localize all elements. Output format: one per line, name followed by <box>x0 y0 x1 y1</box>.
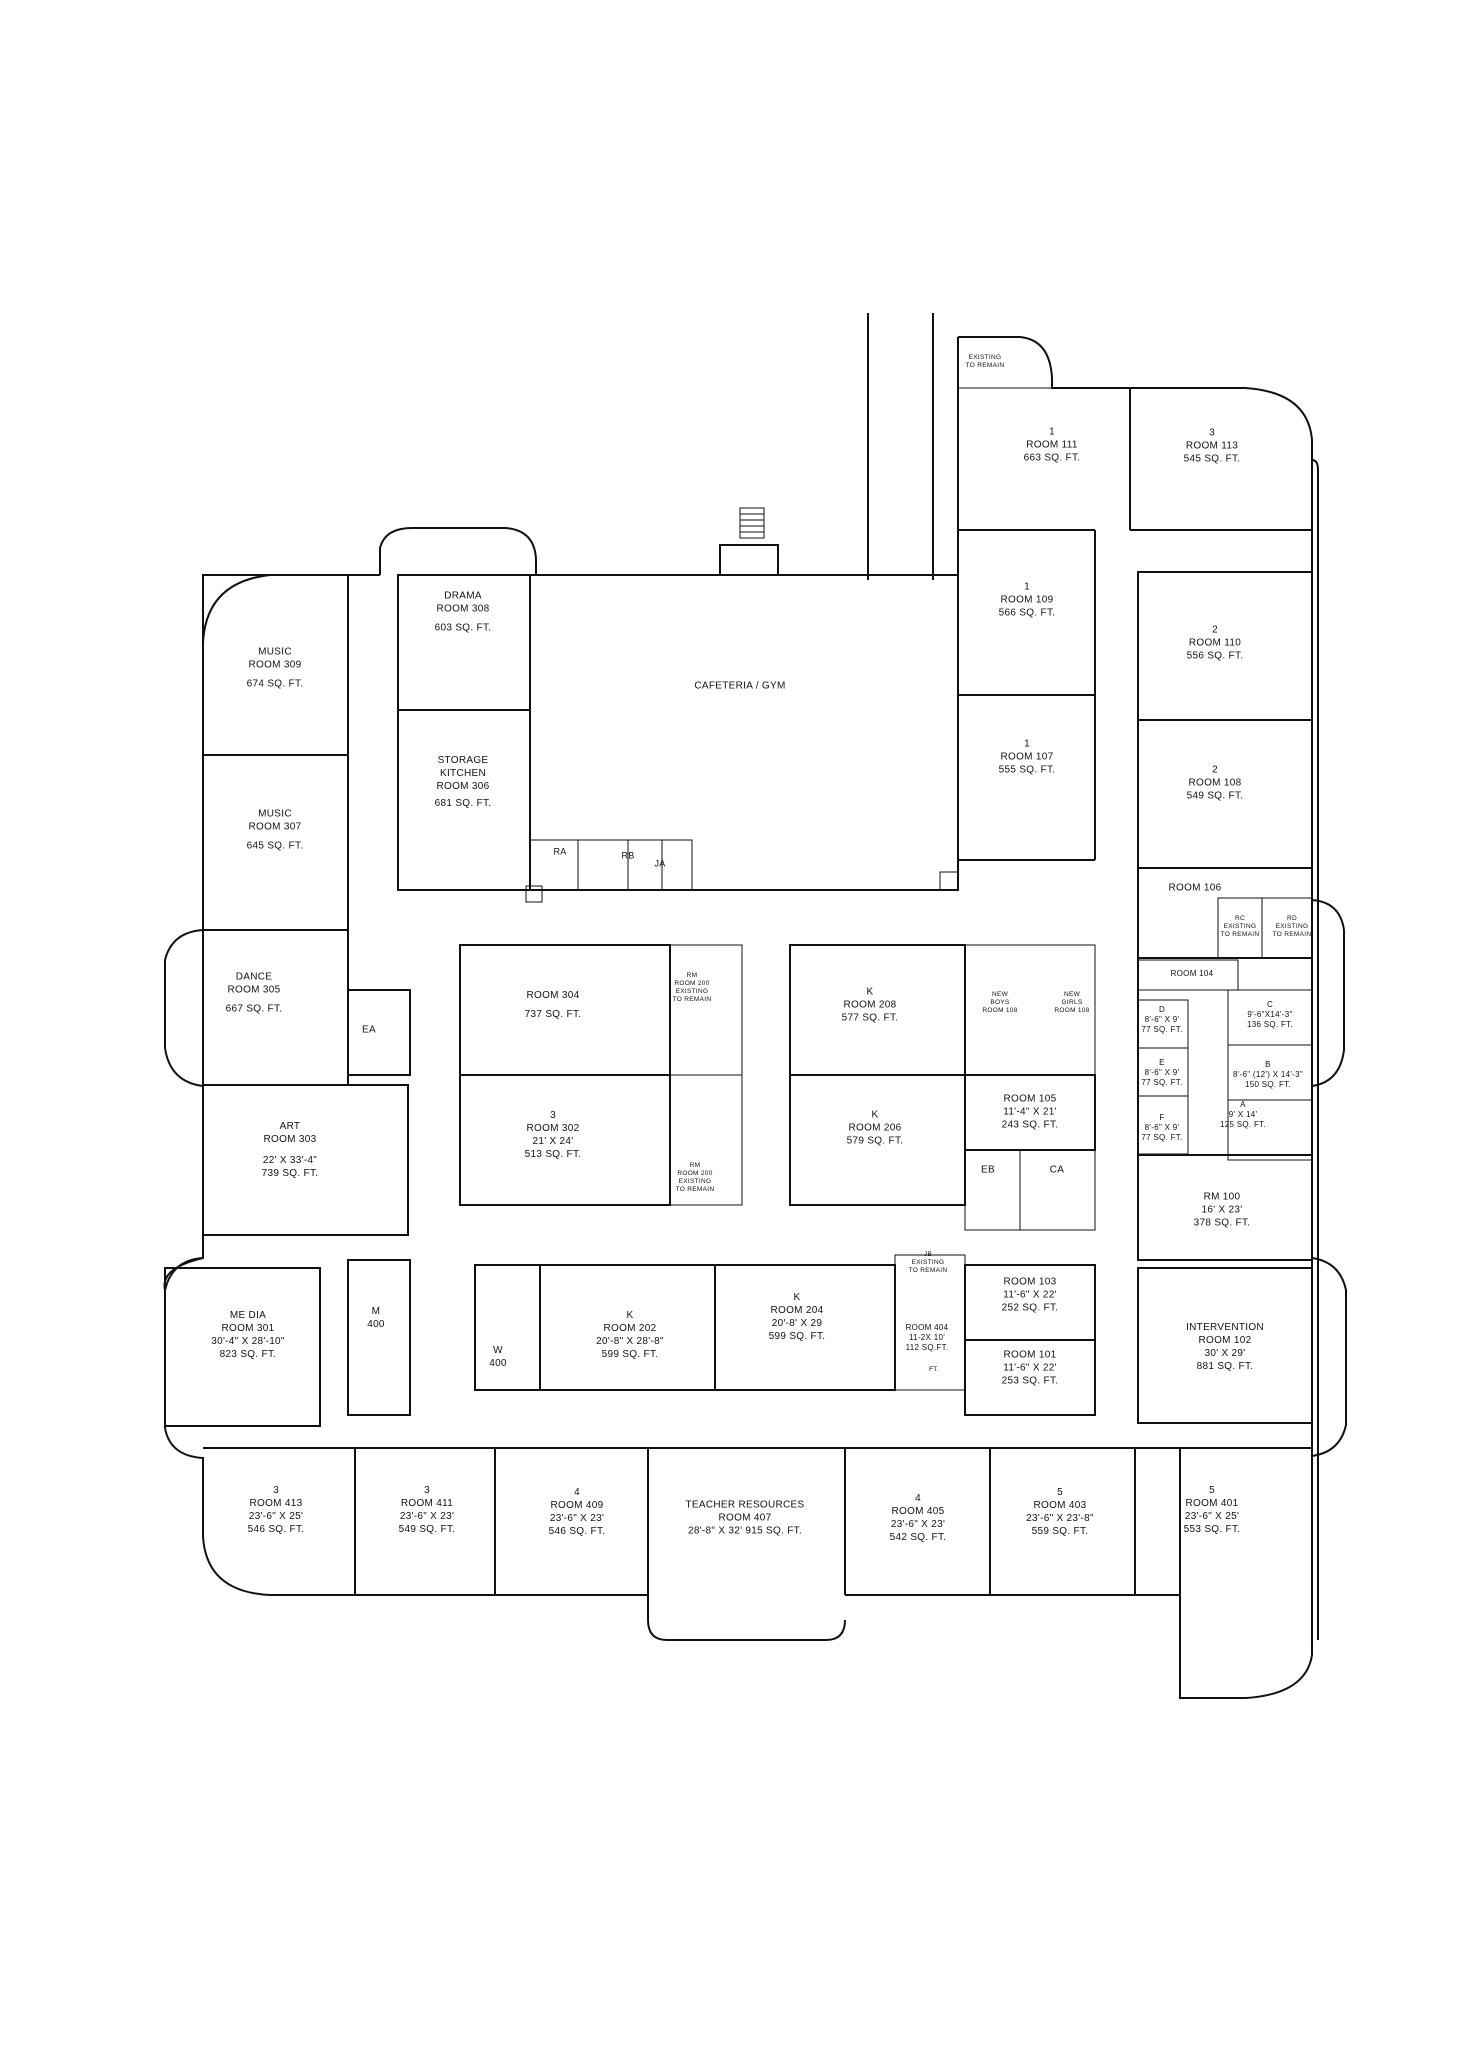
ea-label: EA <box>362 1024 376 1036</box>
wing-300-walls <box>202 574 531 1236</box>
ft-label: FT. <box>929 1366 939 1373</box>
wing-400-bottom-walls <box>203 1447 1312 1595</box>
room-d-label: D8'-6" x 9'77 SQ. FT. <box>1141 1005 1183 1034</box>
room-e-label: E8'-6" x 9'77 SQ. FT. <box>1141 1058 1183 1087</box>
ca-label: CA <box>1049 1164 1065 1176</box>
entry-walkway <box>867 313 934 580</box>
wing-400-center-walls <box>164 1254 1313 1427</box>
room-c-label: C9'-6"x14'-3"136 SQ. FT. <box>1247 1000 1293 1029</box>
room-104-label: ROOM 104 <box>1170 969 1214 978</box>
stairs <box>739 507 765 539</box>
room-f-label: F8'-6" x 9'77 SQ. FT. <box>1141 1113 1183 1142</box>
room-106-label: ROOM 106 <box>1168 882 1222 894</box>
rb-label: RB <box>621 850 635 861</box>
cafeteria-label: CAFETERIA / GYM <box>694 680 786 692</box>
exterior-walls <box>163 336 1347 1699</box>
room-a-label: A9' x 14'125 SQ. FT. <box>1220 1100 1266 1129</box>
ja-label: JA <box>654 858 666 869</box>
cafeteria-walls <box>525 574 959 903</box>
eb-label: EB <box>981 1164 995 1176</box>
ra-label: RA <box>553 846 567 857</box>
wing-200-walls <box>459 944 1096 1231</box>
